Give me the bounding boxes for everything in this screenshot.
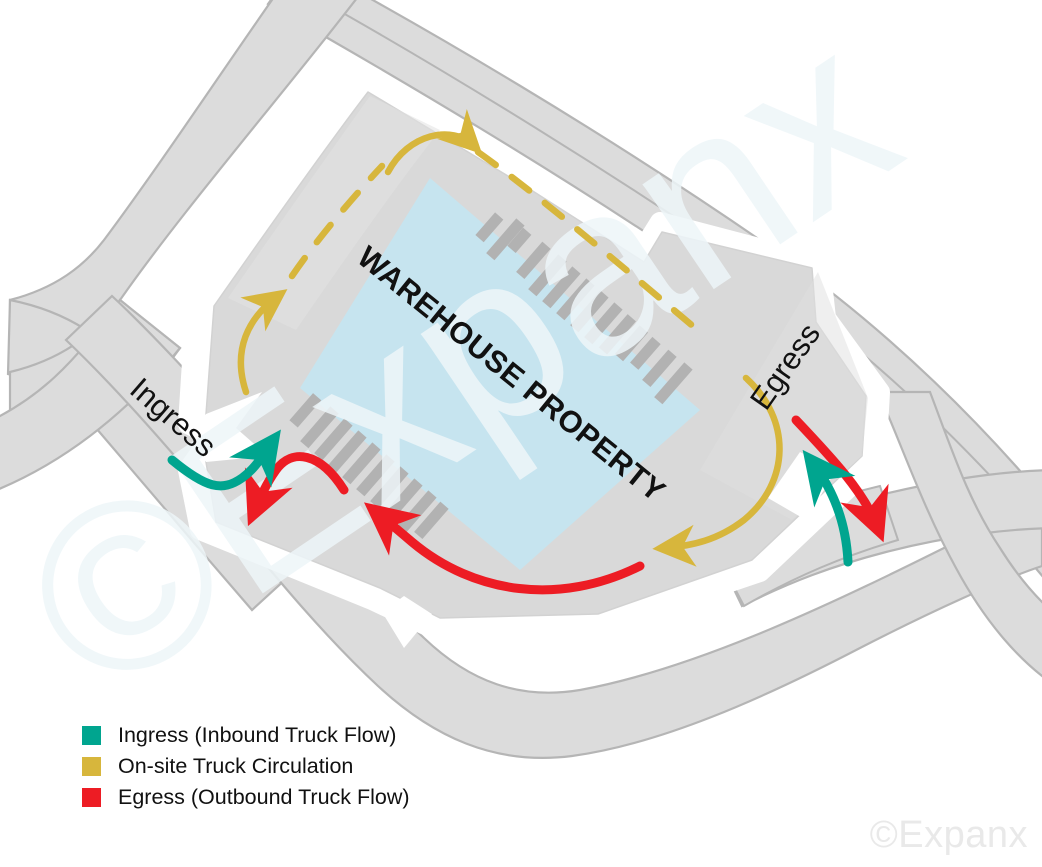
- parcel-apron-north: [228, 96, 440, 330]
- corner-watermark: ©Expanx: [869, 814, 1028, 856]
- legend: Ingress (Inbound Truck Flow) On-site Tru…: [82, 720, 410, 813]
- legend-swatch-ingress: [82, 726, 101, 745]
- ingress-west-entry: [167, 429, 281, 491]
- road-east-diagonal-ramp: [876, 390, 1042, 678]
- dock-bays-northeast: [475, 212, 693, 405]
- legend-swatch-egress: [82, 788, 101, 807]
- circulation-flow-group: [237, 109, 783, 567]
- circulation-arrow-east: [652, 374, 783, 567]
- circulation-arrow-north: [384, 109, 483, 176]
- circulation-dashed-northeast: [474, 148, 704, 336]
- parcel-notch-south: [382, 596, 432, 648]
- legend-label-ingress: Ingress (Inbound Truck Flow): [118, 722, 397, 747]
- legend-item-egress: Egress (Outbound Truck Flow): [82, 782, 410, 813]
- road-north-highway: [266, 0, 1042, 578]
- legend-swatch-circulation: [82, 757, 101, 776]
- egress-south-sweep: [364, 502, 645, 595]
- circulation-dashed-northwest: [288, 162, 386, 280]
- warehouse-building: [300, 178, 700, 570]
- legend-item-circulation: On-site Truck Circulation: [82, 751, 410, 782]
- ingress-flow-group: [167, 429, 856, 567]
- warehouse-footprint: [300, 178, 700, 570]
- ingress-east-entry: [802, 449, 856, 567]
- legend-item-ingress: Ingress (Inbound Truck Flow): [82, 720, 410, 751]
- legend-label-circulation: On-site Truck Circulation: [118, 753, 354, 778]
- legend-label-egress: Egress (Outbound Truck Flow): [118, 784, 410, 809]
- circulation-arrow-west: [237, 289, 288, 396]
